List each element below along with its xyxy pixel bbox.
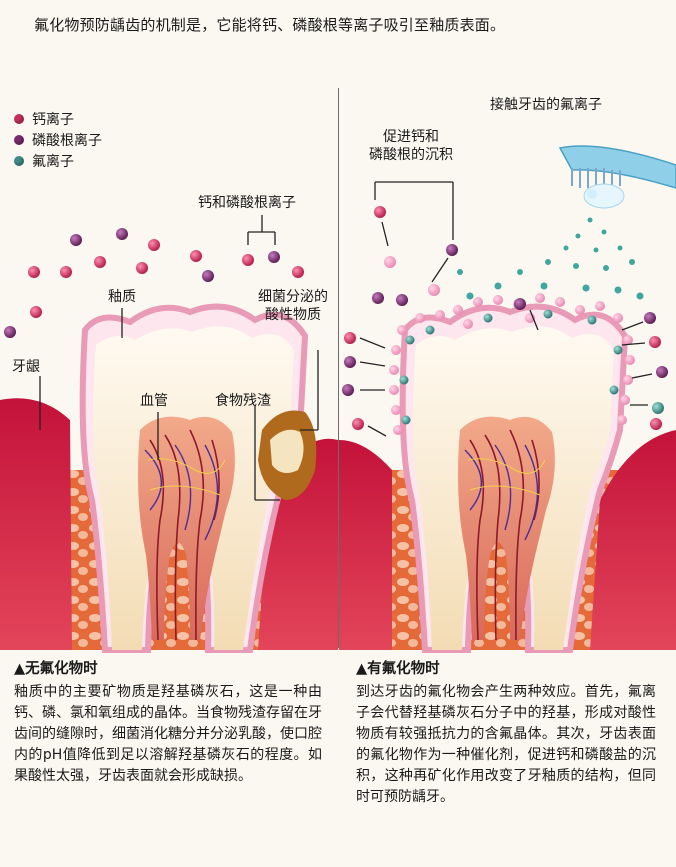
right-tooth-scene [339,145,676,653]
label-enamel: 釉质 [108,289,136,305]
legend-label: 磷酸根离子 [32,132,102,149]
tooth-illustration [0,145,676,653]
legend-label: 氟离子 [32,153,74,170]
label-acid-line2: 酸性物质 [265,307,321,323]
label-blood-vessel: 血管 [140,393,168,409]
label-fluoride-contact: 接触牙齿的氟离子 [490,97,602,113]
phosphate-dot-icon [14,134,24,145]
left-caption-body: 釉质中的主要矿物质是羟基磷灰石，这是一种由钙、磷、氯和氧组成的晶体。当食物残渣存… [14,684,322,784]
label-acid: 细菌分泌的 酸性物质 [248,288,338,324]
right-caption: ▲有氟化物时 到达牙齿的氟化物会产生两种效应。首先，氟离子会代替羟基磷灰石分子中… [356,659,656,808]
legend-item-calcium: 钙离子 [10,108,102,129]
figure-title: 氟化物预防龋齿的机制是，它能将钙、磷酸根等离子吸引至釉质表面。 [34,16,506,34]
label-food-debris: 食物残渣 [215,393,271,409]
label-acid-line1: 细菌分泌的 [258,289,328,305]
legend-label: 钙离子 [32,111,74,128]
label-promote-line2: 磷酸根的沉积 [369,147,453,163]
right-caption-body: 到达牙齿的氟化物会产生两种效应。首先，氟离子会代替羟基磷灰石分子中的羟基，形成对… [356,684,656,805]
fluoride-dot-icon [14,155,24,166]
calcium-dot-icon [14,113,24,124]
left-caption: ▲无氟化物时 釉质中的主要矿物质是羟基磷灰石，这是一种由钙、磷、氯和氧组成的晶体… [14,659,322,787]
left-tooth-scene [0,215,338,653]
label-ions-pair: 钙和磷酸根离子 [198,195,296,211]
legend-item-phosphate: 磷酸根离子 [10,129,102,150]
left-caption-heading: ▲无氟化物时 [14,661,98,677]
legend-item-fluoride: 氟离子 [10,150,102,171]
label-promote-line1: 促进钙和 [383,129,439,145]
panel-divider [338,88,339,648]
legend: 钙离子 磷酸根离子 氟离子 [10,108,102,171]
label-promote-deposition: 促进钙和 磷酸根的沉积 [356,128,466,164]
right-caption-heading: ▲有氟化物时 [356,661,440,677]
label-gum: 牙龈 [12,359,40,375]
